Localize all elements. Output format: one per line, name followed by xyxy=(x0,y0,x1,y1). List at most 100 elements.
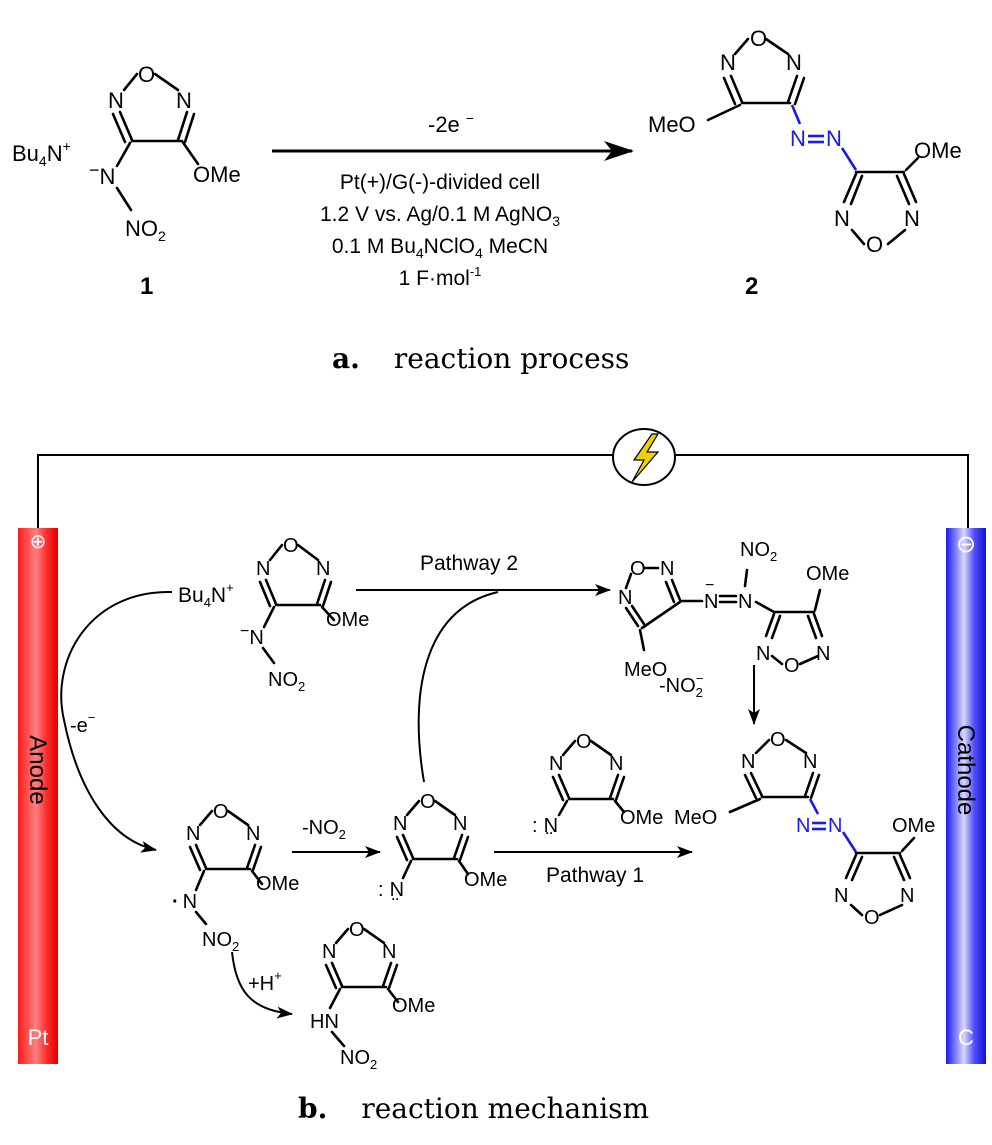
atom-n: N xyxy=(186,823,200,845)
atom-ome: OMe xyxy=(914,138,962,163)
anode-material: Pt xyxy=(28,1025,49,1050)
atom-n: N xyxy=(786,50,802,75)
atom-ome: OMe xyxy=(620,807,663,829)
atom-n: N xyxy=(618,587,632,609)
atom-o: O xyxy=(866,232,883,257)
lone-pair: ¨ xyxy=(546,829,553,851)
radical-intermediate: O N N OMe ·N NO2 xyxy=(172,801,299,954)
caption-b: b.reaction mechanism xyxy=(298,1092,649,1125)
atom-o: O xyxy=(864,907,880,929)
nitro-group: NO2 xyxy=(202,929,239,954)
atom-n-anion: −N xyxy=(89,160,115,189)
atom-ome: OMe xyxy=(256,873,299,895)
atom-n: N xyxy=(246,823,260,845)
atom-n: N xyxy=(660,558,674,580)
protonation-arrow xyxy=(231,951,293,1019)
atom-ome: OMe xyxy=(392,995,435,1017)
atom-meo: MeO xyxy=(648,112,696,137)
atom-n: N xyxy=(609,753,623,775)
anode-sign: ⊕ xyxy=(30,531,47,553)
atom-meo: MeO xyxy=(674,807,717,829)
atom-n: N xyxy=(453,813,467,835)
atom-n: N xyxy=(549,753,563,775)
cathode-electrode: ⊖ C Cathode xyxy=(946,528,986,1064)
azo-n: N xyxy=(796,815,810,837)
atom-o: O xyxy=(750,26,767,51)
atom-o: O xyxy=(349,919,365,941)
atom-n: N xyxy=(256,558,270,580)
atom-n: N xyxy=(720,50,736,75)
nitrene-intermediate: O N N OMe :N ¨ xyxy=(378,791,507,917)
atom-ome: OMe xyxy=(193,162,241,187)
pathway-1-label: Pathway 1 xyxy=(546,864,644,887)
condition-voltage: 1.2 V vs. Ag/0.1 M AgNO3 xyxy=(320,203,560,229)
atom-n-nitrene: :N xyxy=(532,815,558,837)
anode-label: Anode xyxy=(24,735,51,804)
nitro-group: NO2 xyxy=(740,539,777,564)
circuit-wire-left xyxy=(37,454,612,528)
condition-electrolyte: 0.1 M Bu4NClO4 MeCN xyxy=(332,235,548,261)
electron-loss-label: -e− xyxy=(70,710,95,737)
atom-n: N xyxy=(834,885,848,907)
nitrene-partner: O N N OMe :N ¨ xyxy=(532,731,663,851)
atom-o: O xyxy=(784,655,800,677)
atom-n: N xyxy=(382,941,396,963)
atom-n: N xyxy=(900,885,914,907)
condition-cell: Pt(+)/G(-)-divided cell xyxy=(340,171,540,194)
atom-n: N xyxy=(108,88,124,113)
atom-n: N xyxy=(741,751,755,773)
atom-o: O xyxy=(770,729,786,751)
caption-a: a.reaction process xyxy=(332,342,629,375)
atom-n: N xyxy=(803,751,817,773)
atom-n: N xyxy=(816,643,830,665)
condition-charge: 1 F·mol-1 xyxy=(399,264,482,290)
atom-n: N xyxy=(756,643,770,665)
starting-salt: Bu4N+ O N N OMe −N NO2 xyxy=(178,535,369,694)
nitrene-to-pathway-2 xyxy=(417,591,499,783)
atom-n: N xyxy=(834,206,850,231)
compound-1: Bu4N+ O N N OMe −N NO2 1 xyxy=(12,62,241,300)
atom-n-anion: −N xyxy=(240,623,264,649)
atom-n: N xyxy=(904,206,920,231)
atom-n-nitrene: :N xyxy=(378,879,404,901)
nitro-group: NO2 xyxy=(268,669,305,694)
atom-o: O xyxy=(213,801,229,823)
atom-o: O xyxy=(576,731,592,753)
charge-minus: − xyxy=(705,577,714,594)
atom-o: O xyxy=(420,791,436,813)
counterion-bu: Bu4N+ xyxy=(178,580,234,610)
atom-n: N xyxy=(738,591,752,613)
azo-product: O N N MeO N N OMe N N O xyxy=(674,729,935,929)
atom-hn: HN xyxy=(310,1011,339,1033)
nitro-loss-label: -NO2 xyxy=(302,817,346,842)
pathway-2-label: Pathway 2 xyxy=(420,552,518,575)
atom-n: N xyxy=(176,88,192,113)
counterion-bu: Bu4N+ xyxy=(12,138,71,169)
lightning-bolt-icon xyxy=(612,428,676,486)
atom-n: N xyxy=(322,941,336,963)
atom-o: O xyxy=(283,535,299,557)
atom-n-anion: N xyxy=(704,591,718,613)
atom-ome: OMe xyxy=(464,869,507,891)
compound-2: O N N MeO N N OMe N N O 2 xyxy=(648,26,962,300)
atom-meo: MeO xyxy=(624,659,667,681)
circuit-wire-right xyxy=(676,454,969,528)
reaction-conditions: Pt(+)/G(-)-divided cell 1.2 V vs. Ag/0.1… xyxy=(320,171,560,290)
cathode-label: Cathode xyxy=(952,725,979,816)
anode-electrode: ⊕ Pt Anode xyxy=(18,528,58,1064)
lone-pair: ¨ xyxy=(392,895,399,917)
triazene-intermediate: O N N MeO N − N NO2 OMe N N O xyxy=(618,539,849,681)
atom-o: O xyxy=(138,62,155,87)
nitro-group: NO2 xyxy=(340,1047,377,1072)
atom-n: N xyxy=(316,558,330,580)
compound-number-1: 1 xyxy=(140,273,153,300)
protonated-byproduct: O N N OMe HN NO2 xyxy=(310,919,435,1072)
atom-o: O xyxy=(630,558,646,580)
compound-number-2: 2 xyxy=(745,273,758,300)
cathode-material: C xyxy=(958,1025,974,1050)
atom-n: N xyxy=(393,813,407,835)
azo-n: N xyxy=(828,815,842,837)
atom-ome: OMe xyxy=(326,609,369,631)
atom-ome: OMe xyxy=(806,563,849,585)
